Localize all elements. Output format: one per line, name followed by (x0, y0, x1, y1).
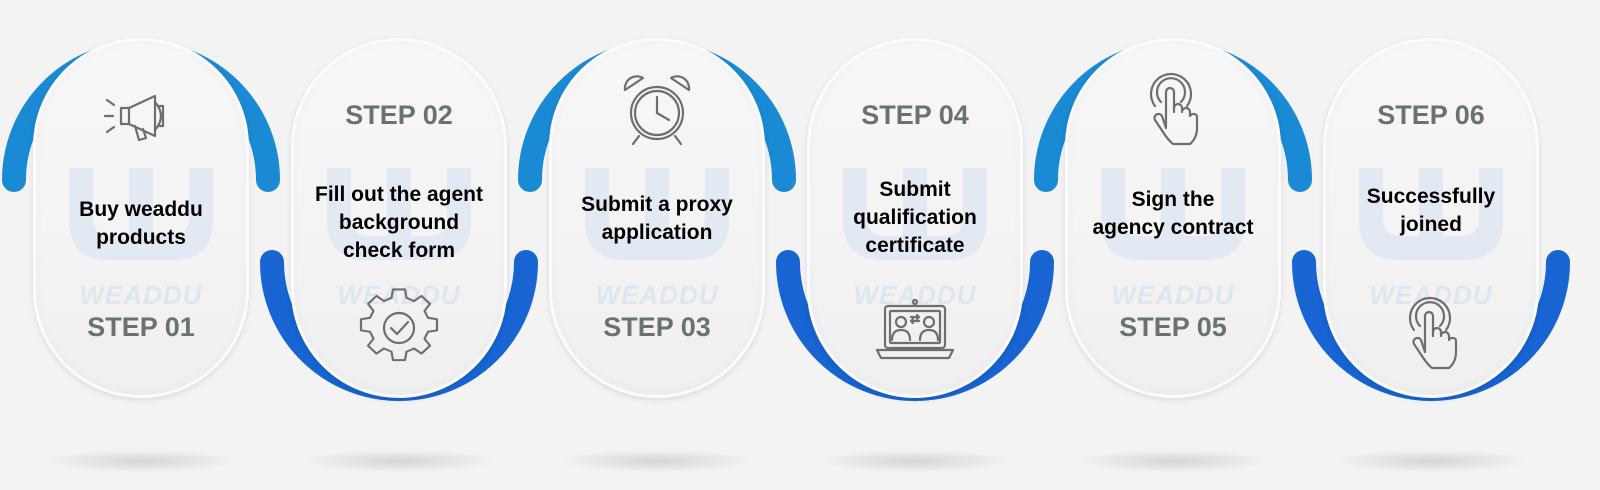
card-shadow (1336, 450, 1526, 472)
step-desc-03: Submit a proxy application (581, 193, 733, 244)
card-shadow (820, 450, 1010, 472)
card-shadow (304, 450, 494, 472)
video-meeting-laptop-icon (875, 292, 955, 372)
step-label-03: STEP 03 (603, 312, 711, 342)
step-label-04: STEP 04 (861, 100, 969, 130)
step-desc-06: Successfully joined (1366, 185, 1496, 236)
touch-hand-icon (1133, 68, 1213, 148)
touch-hand-icon (1392, 292, 1472, 372)
step-label-05: STEP 05 (1119, 312, 1227, 342)
step-desc-01: Buy weaddu products (79, 198, 203, 249)
card-shadow (46, 450, 236, 472)
card-shadow (1078, 450, 1268, 472)
step-label-02: STEP 02 (345, 100, 453, 130)
step-label-01: STEP 01 (87, 312, 195, 342)
gear-check-icon (359, 288, 439, 368)
step-label-06: STEP 06 (1377, 100, 1485, 130)
alarm-clock-icon (617, 70, 697, 150)
megaphone-icon (99, 76, 179, 156)
card-shadow (562, 450, 752, 472)
step-desc-02: Fill out the agent background check form (315, 183, 483, 262)
step-desc-04: Submit qualification certificate (853, 178, 977, 257)
step-desc-05: Sign the agency contract (1092, 188, 1254, 239)
